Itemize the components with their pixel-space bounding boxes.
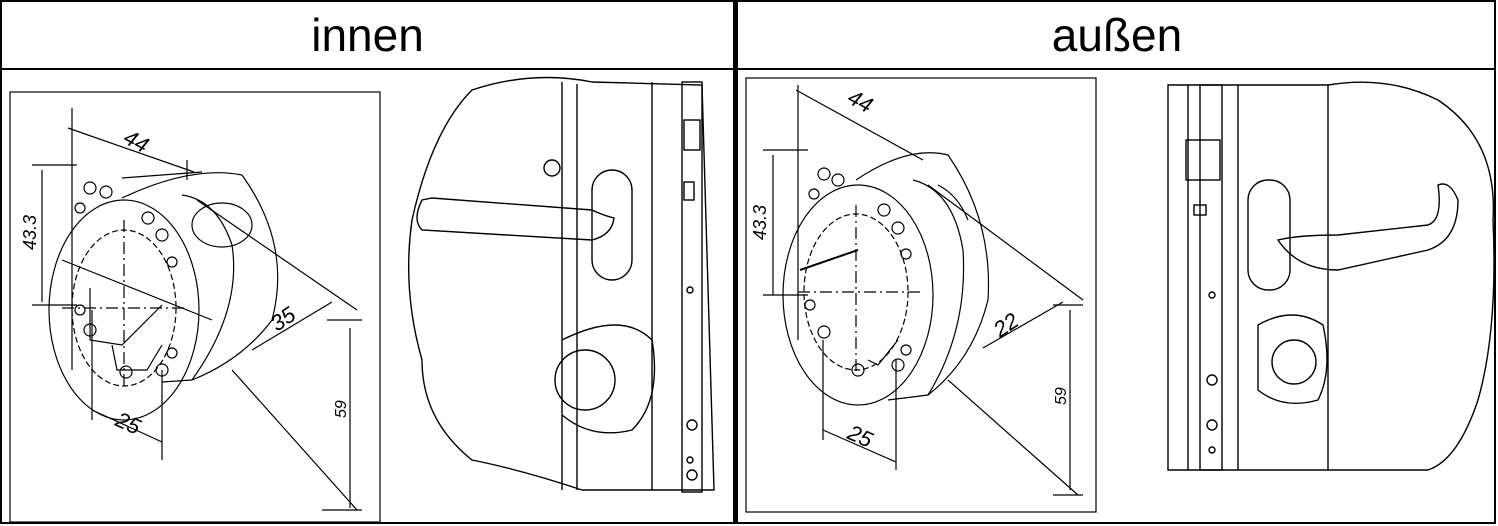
outside-perspective-view — [1167, 81, 1495, 471]
outside-dim-height-right: 59 — [1053, 387, 1070, 405]
outside-handle-rosette — [1247, 179, 1291, 291]
outside-drawing-panel: 44 43.3 22 25 59 — [745, 77, 1495, 513]
outside-cloud-outline — [1167, 81, 1495, 471]
inside-dim-height-left: 43.3 — [20, 215, 40, 250]
outside-drawing-frame — [745, 77, 1097, 513]
inside-screw-holes — [74, 181, 178, 379]
outside-dim-height-left: 43.3 — [750, 205, 770, 240]
outside-inner-hole — [798, 205, 923, 375]
inside-lock-body — [48, 171, 279, 421]
inside-drawing-frame — [9, 91, 381, 523]
inside-knob-cylinder — [554, 349, 616, 411]
outside-lock-body — [782, 152, 990, 406]
outside-dim-depth: 22 — [988, 308, 1023, 343]
inside-perspective-view — [407, 76, 715, 493]
outside-lever-handle — [1276, 183, 1459, 271]
inside-dim-depth: 35 — [266, 301, 301, 336]
column-divider-line — [733, 2, 738, 524]
outside-latch-bolt — [1185, 139, 1221, 181]
inside-dimension-lines — [32, 108, 362, 511]
inside-cloud-outline — [407, 76, 715, 491]
header-inside: innen — [311, 9, 424, 61]
header-divider-line — [2, 68, 1496, 70]
header-outside: außen — [1051, 9, 1183, 61]
inside-dim-width-top: 44 — [120, 124, 153, 158]
inside-dim-height-right: 59 — [333, 400, 350, 418]
inside-drawing-panel: 44 43.3 35 25 59 — [9, 76, 715, 523]
outside-lock-plate — [1199, 84, 1223, 471]
inside-lever-handle — [416, 197, 615, 241]
outside-dim-bottom-width: 25 — [843, 419, 877, 453]
outside-dimension-lines — [763, 85, 1084, 496]
outside-knob-cylinder — [1257, 314, 1328, 405]
inside-handle-rosette — [591, 169, 633, 281]
outside-screw-holes — [804, 167, 912, 377]
inside-dim-bottom-width: 25 — [111, 406, 145, 440]
outside-dim-width-top: 44 — [844, 84, 877, 118]
